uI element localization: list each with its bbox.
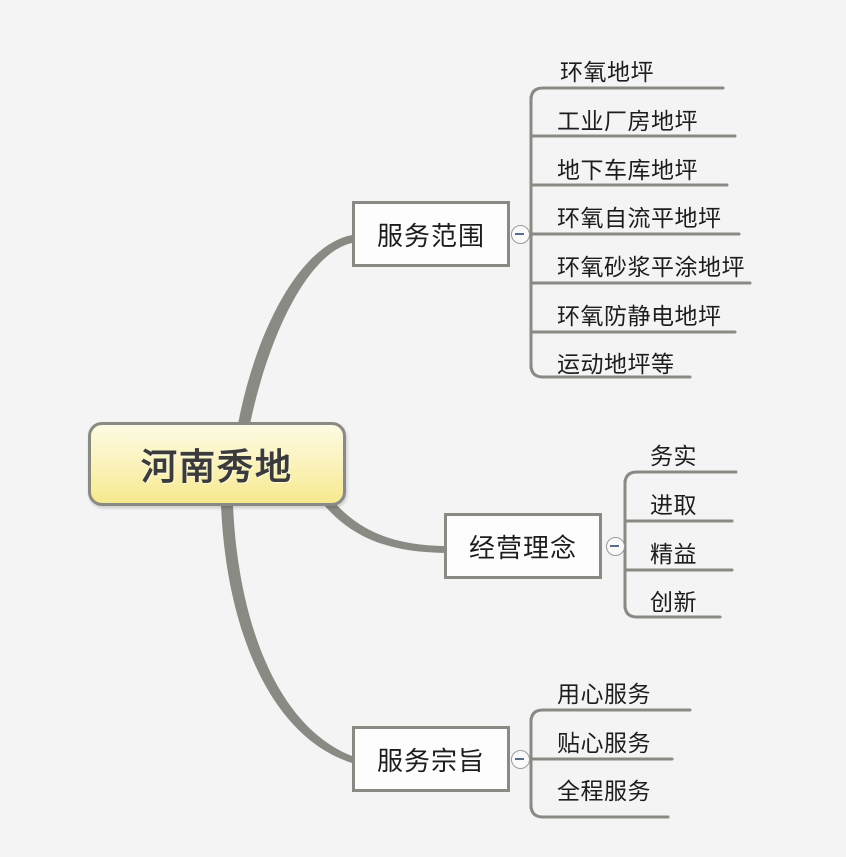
leaf-label-epoxy-floor[interactable]: 环氧地坪 bbox=[560, 60, 654, 86]
collapse-minus-icon-branch-3[interactable] bbox=[511, 750, 530, 769]
branch-node-label: 经营理念 bbox=[468, 533, 577, 564]
branch-node-label: 服务范围 bbox=[376, 221, 485, 252]
branch-node-label: 服务宗旨 bbox=[376, 746, 485, 777]
root-node-label: 河南秀地 bbox=[140, 447, 293, 488]
leaf-label-excellence[interactable]: 精益 bbox=[650, 542, 697, 568]
collapse-minus-icon-branch-1[interactable] bbox=[511, 225, 530, 244]
leaf-label-pragmatic[interactable]: 务实 bbox=[650, 444, 697, 470]
leaf-label-full-process-service[interactable]: 全程服务 bbox=[557, 779, 651, 805]
branch-node-service-purpose[interactable]: 服务宗旨 bbox=[352, 726, 510, 792]
leaf-label-sports-floor[interactable]: 运动地坪等 bbox=[557, 352, 675, 378]
leaf-label-epoxy-mortar-floor[interactable]: 环氧砂浆平涂地坪 bbox=[557, 255, 745, 281]
collapse-minus-icon-branch-2[interactable] bbox=[606, 537, 625, 556]
root-node[interactable]: 河南秀地 bbox=[88, 422, 346, 506]
leaf-label-industrial-plant-floor[interactable]: 工业厂房地坪 bbox=[557, 109, 698, 135]
leaf-label-thoughtful-service[interactable]: 贴心服务 bbox=[557, 731, 651, 757]
leaf-label-epoxy-antistatic-floor[interactable]: 环氧防静电地坪 bbox=[557, 304, 722, 330]
branch-node-service-scope[interactable]: 服务范围 bbox=[352, 201, 510, 267]
root-to-branch-2-curve bbox=[324, 497, 444, 553]
root-to-branch-1-curve bbox=[238, 235, 352, 424]
leaf-label-attentive-service[interactable]: 用心服务 bbox=[557, 682, 651, 708]
branch-node-business-philosophy[interactable]: 经营理念 bbox=[444, 513, 602, 579]
leaf-label-epoxy-self-leveling-floor[interactable]: 环氧自流平地坪 bbox=[557, 206, 722, 232]
leaf-label-enterprising[interactable]: 进取 bbox=[650, 493, 697, 519]
root-to-branch-3-curve bbox=[221, 505, 352, 763]
leaf-label-underground-garage-floor[interactable]: 地下车库地坪 bbox=[557, 158, 698, 184]
leaf-label-innovation[interactable]: 创新 bbox=[650, 590, 697, 616]
